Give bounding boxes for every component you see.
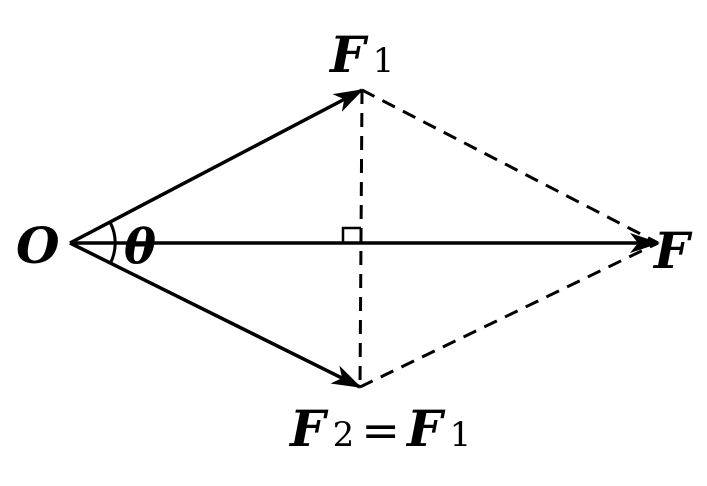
vector-f1 xyxy=(69,88,364,245)
force2-label: F 2 = F 1 xyxy=(288,399,471,458)
dashed-side-f1-to-f xyxy=(361,88,659,245)
force1-label: F 1 xyxy=(328,25,394,84)
dashed-diagonal-f1-f2 xyxy=(358,89,364,388)
force2-equals: = xyxy=(361,403,400,457)
resultant-label: F xyxy=(652,221,693,280)
force2-subscript: 2 xyxy=(333,415,355,455)
force2-rhs-subscript: 1 xyxy=(450,415,472,455)
force1-subscript: 1 xyxy=(373,41,395,81)
vector-f2 xyxy=(69,241,362,389)
force2-main: F xyxy=(288,399,329,458)
angle-arc xyxy=(108,221,117,265)
dashed-side-f2-to-f xyxy=(359,241,659,389)
force2-rhs-main: F xyxy=(405,399,446,458)
origin-label: O xyxy=(16,216,60,275)
angle-label: θ xyxy=(124,219,156,275)
force1-main: F xyxy=(328,25,369,84)
right-angle-marker xyxy=(341,226,361,243)
